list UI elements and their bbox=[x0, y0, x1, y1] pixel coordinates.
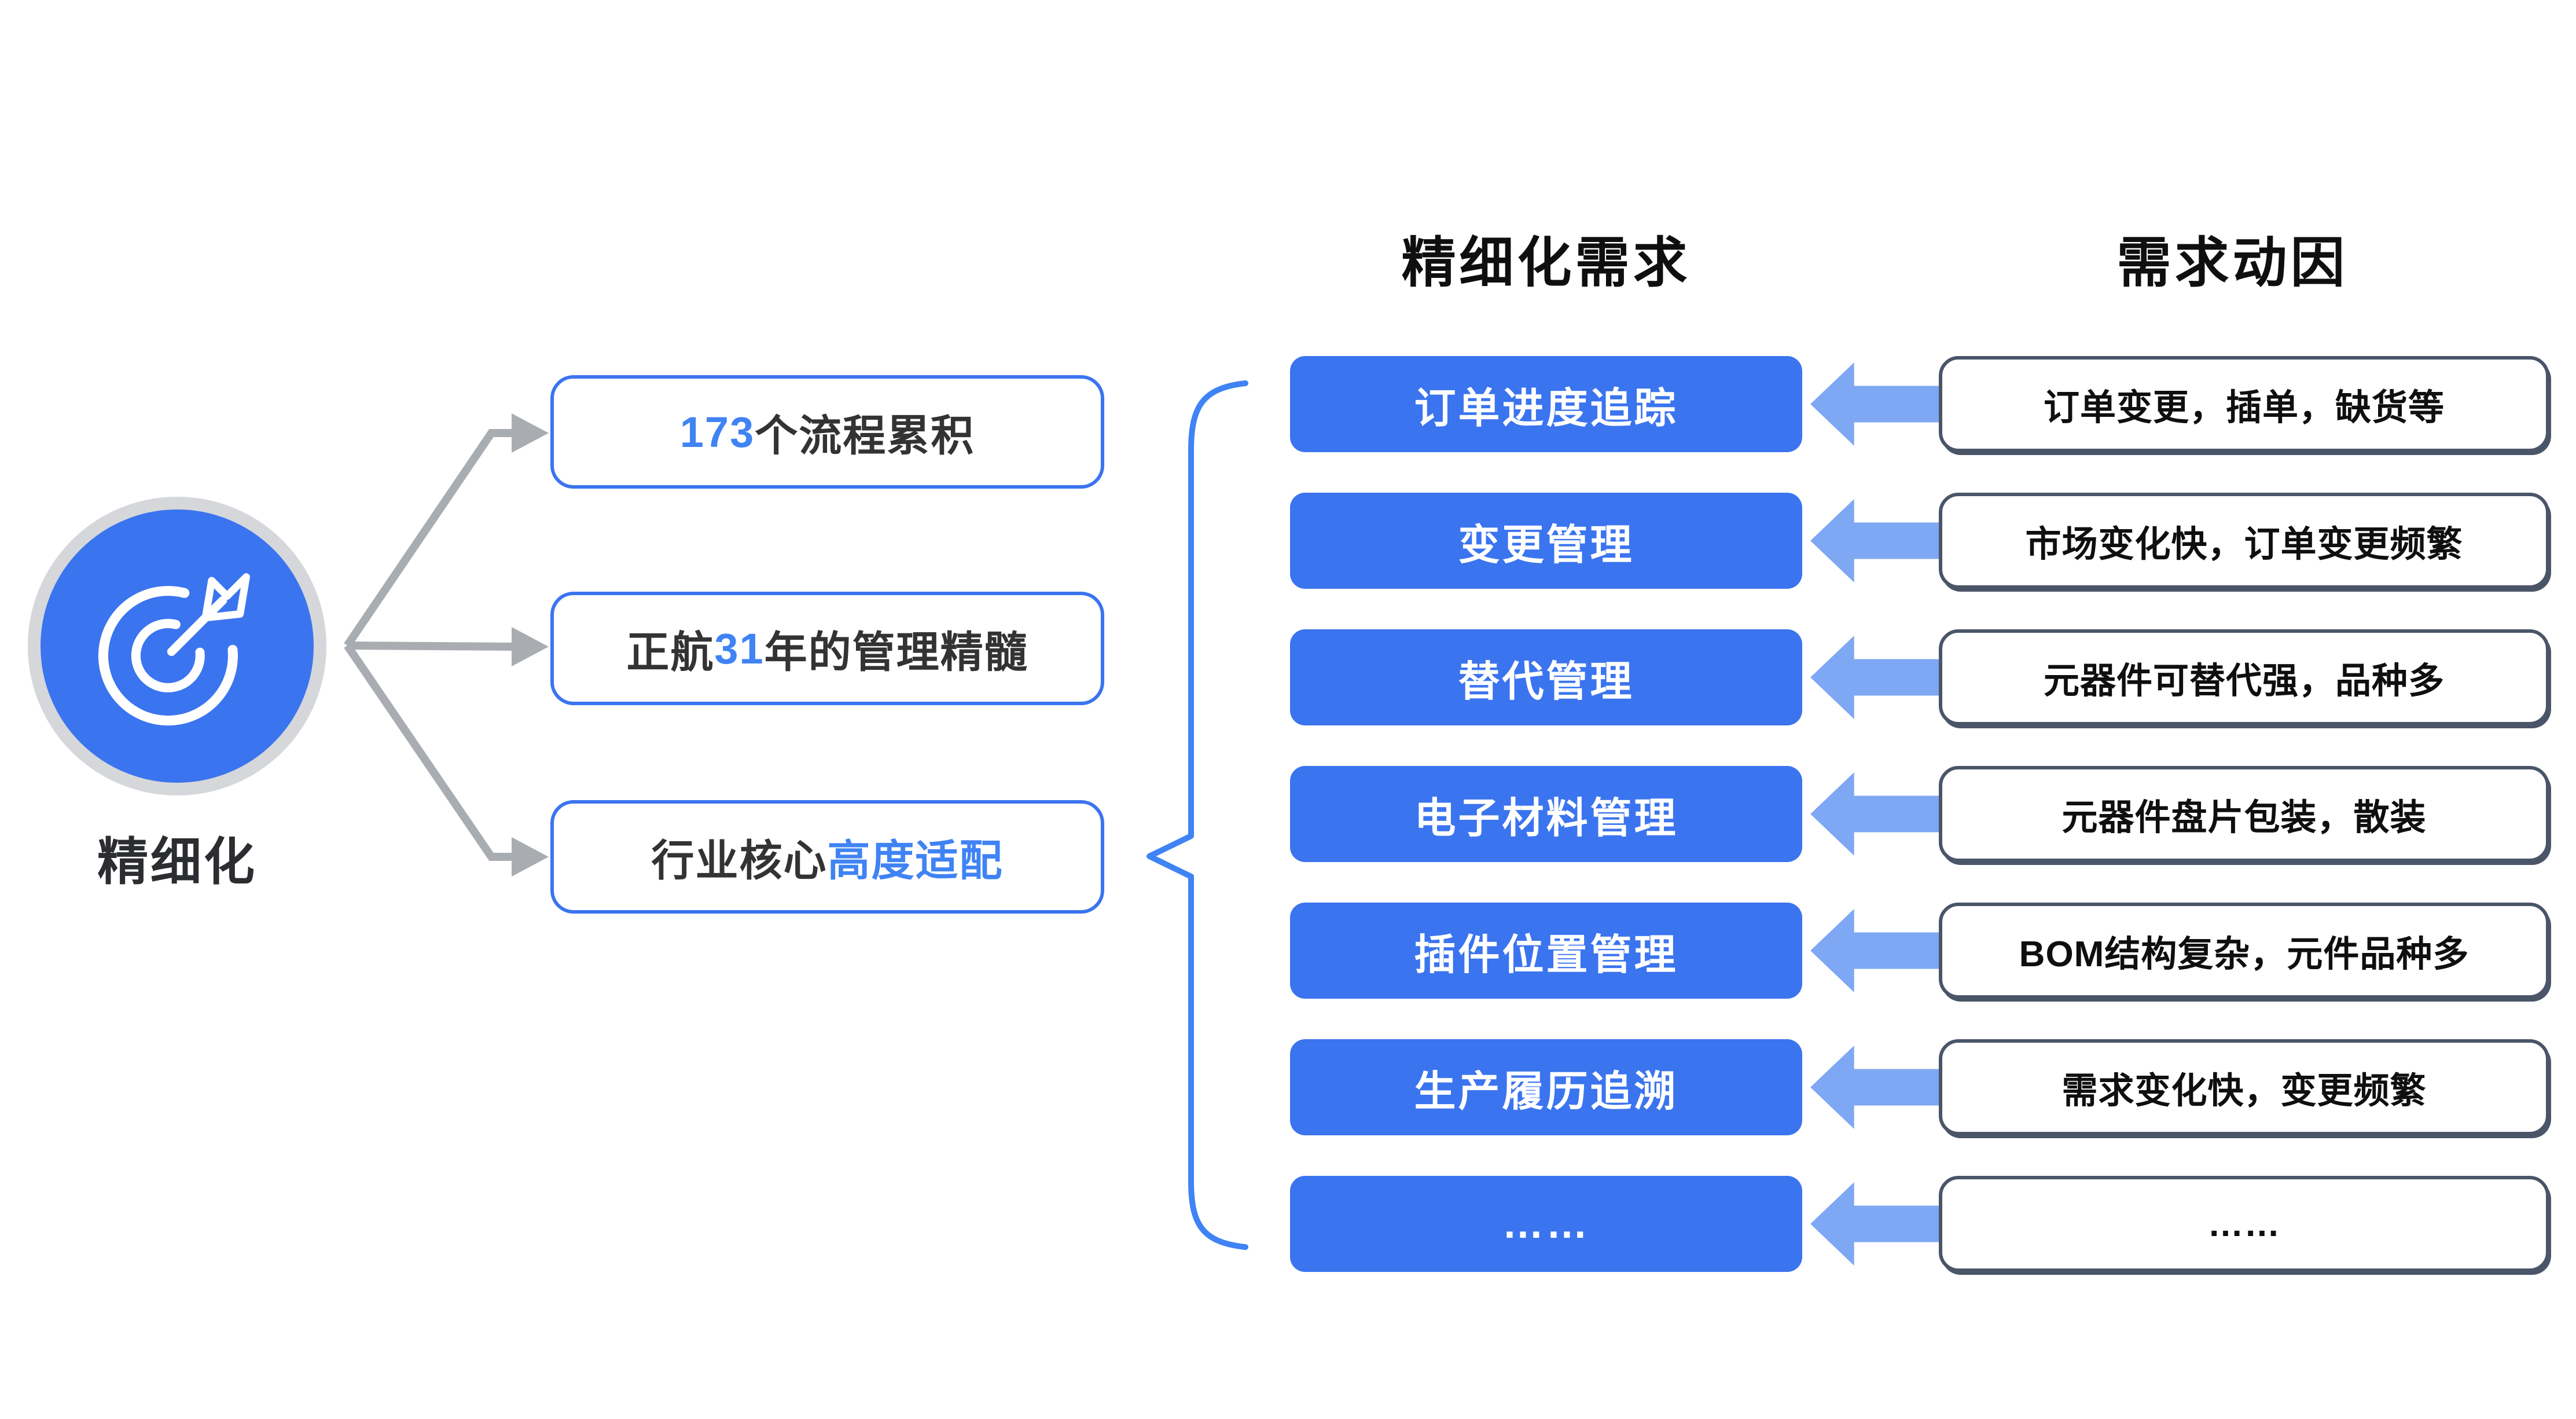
feature-highlight: 173 bbox=[679, 408, 755, 456]
fan-arrow-lines bbox=[344, 429, 515, 861]
left-block-arrow-icon bbox=[1810, 909, 1939, 992]
feature-text: 正航 bbox=[626, 628, 715, 676]
cause-box: 元器件可替代强，品种多 bbox=[1939, 629, 2549, 725]
cause-box: 市场变化快，订单变更频繁 bbox=[1939, 493, 2549, 589]
feature-highlight: 31 bbox=[714, 624, 765, 673]
left-block-arrow-icon bbox=[1810, 636, 1939, 719]
demand-pill: 变更管理 bbox=[1290, 493, 1802, 589]
cause-box: 需求变化快，变更频繁 bbox=[1939, 1039, 2549, 1135]
demand-pill: 替代管理 bbox=[1290, 629, 1802, 725]
left-block-arrow-icon bbox=[1810, 1182, 1939, 1266]
fan-arrowheads bbox=[512, 413, 549, 877]
source-label: 精细化 bbox=[97, 833, 257, 890]
fan-arrowhead-bottom bbox=[512, 837, 549, 877]
demand-pill: 电子材料管理 bbox=[1290, 766, 1802, 862]
cause-box: …… bbox=[1939, 1176, 2549, 1272]
cause-box: 元器件盘片包装，散装 bbox=[1939, 766, 2549, 862]
demand-cause-row: 插件位置管理 BOM结构复杂，元件品种多 bbox=[1290, 903, 2549, 999]
feature-text: 行业核心 bbox=[651, 836, 828, 885]
feature-text: 个流程累积 bbox=[755, 411, 975, 460]
cause-box: 订单变更，插单，缺货等 bbox=[1939, 356, 2549, 452]
demand-cause-row: 替代管理 元器件可替代强，品种多 bbox=[1290, 629, 2549, 725]
demand-cause-row: 生产履历追溯 需求变化快，变更频繁 bbox=[1290, 1039, 2549, 1135]
demand-pill: 生产履历追溯 bbox=[1290, 1039, 1802, 1135]
fan-arrowhead-top bbox=[512, 413, 549, 453]
fan-arrow-middle-line bbox=[347, 641, 515, 651]
fan-arrowhead-middle bbox=[512, 627, 549, 666]
demand-pill: 订单进度追踪 bbox=[1290, 356, 1802, 452]
target-inner-ring bbox=[131, 619, 205, 692]
demand-pill: …… bbox=[1290, 1176, 1802, 1272]
left-block-arrow-icon bbox=[1810, 362, 1939, 446]
cause-column-header: 需求动因 bbox=[2116, 232, 2349, 293]
feature-highlight: 高度适配 bbox=[827, 836, 1004, 885]
demand-cause-rows: 订单进度追踪订单变更，插单，缺货等变更管理市场变化快，订单变更频繁替代管理元器件… bbox=[1290, 356, 2549, 1272]
left-block-arrow-icon bbox=[1810, 772, 1939, 856]
demand-column-header: 精细化需求 bbox=[1401, 232, 1691, 293]
demand-cause-row: …… …… bbox=[1290, 1176, 2549, 1272]
demand-cause-row: 变更管理 市场变化快，订单变更频繁 bbox=[1290, 493, 2549, 589]
target-outer-ring bbox=[98, 586, 238, 726]
left-block-arrow-icon bbox=[1810, 499, 1939, 582]
fan-arrow-bottom-line bbox=[344, 643, 514, 861]
target-dart-icon bbox=[98, 573, 250, 726]
dart-fletching bbox=[201, 573, 250, 622]
cause-box: BOM结构复杂，元件品种多 bbox=[1939, 903, 2549, 999]
demand-cause-row: 订单进度追踪 订单变更，插单，缺货等 bbox=[1290, 356, 2549, 452]
demand-pill: 插件位置管理 bbox=[1290, 903, 1802, 999]
dart-shaft bbox=[167, 596, 227, 657]
demand-cause-row: 电子材料管理 元器件盘片包装，散装 bbox=[1290, 766, 2549, 862]
curly-brace bbox=[1146, 380, 1248, 1250]
feature-text: 年的管理精髓 bbox=[764, 628, 1028, 676]
source-circle bbox=[28, 497, 326, 795]
feature-box-industry-fit: 行业核心高度适配 bbox=[550, 800, 1104, 914]
left-block-arrow-icon bbox=[1810, 1046, 1939, 1129]
fan-arrow-top-line bbox=[344, 429, 514, 648]
